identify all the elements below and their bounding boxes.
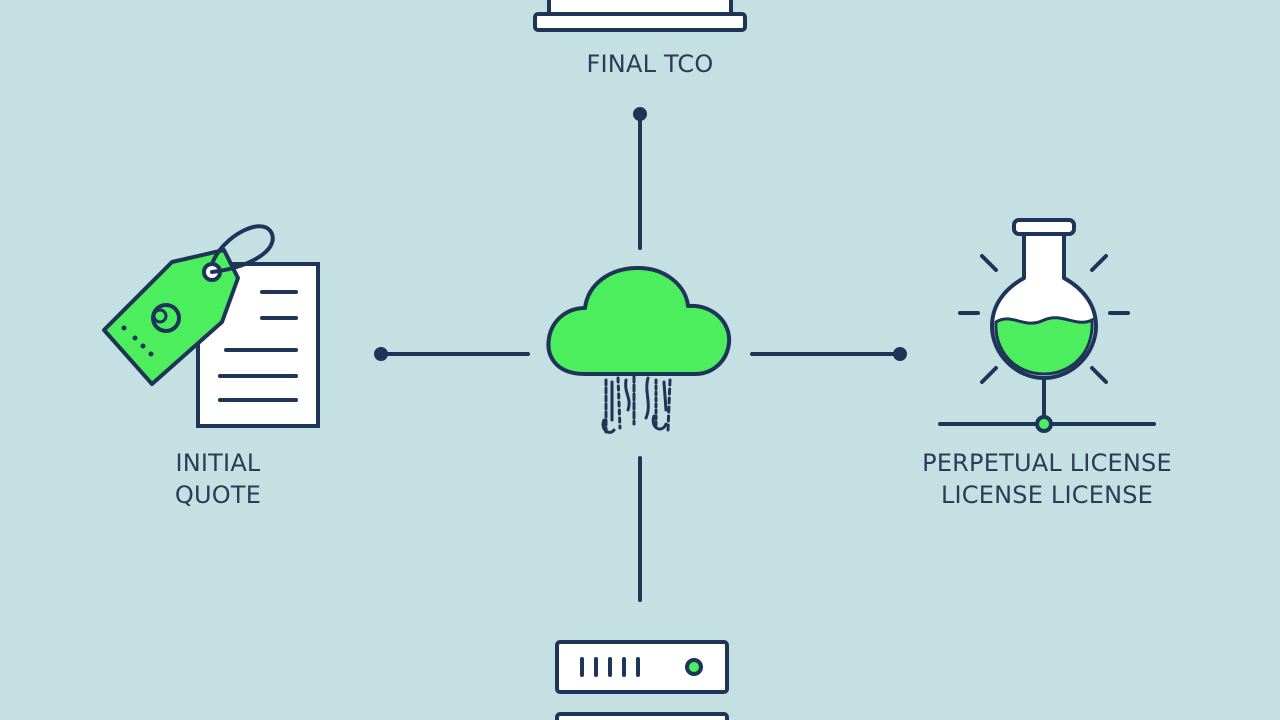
label-final-tco: FINAL TCO xyxy=(540,48,760,80)
flask-icon xyxy=(938,218,1156,433)
price-tag-shape xyxy=(102,248,240,386)
label-initial-quote: INITIAL QUOTE xyxy=(150,447,286,511)
connector-top-dot xyxy=(633,107,647,121)
cloud-icon xyxy=(546,266,732,434)
flask-liquid xyxy=(994,316,1094,376)
connector-left-dot xyxy=(374,347,388,361)
label-initial-quote-line1: INITIAL xyxy=(175,449,261,477)
server-status-light xyxy=(685,658,703,676)
label-perpetual-license-line1: PERPETUAL LICENSE xyxy=(922,449,1172,477)
label-initial-quote-line2: QUOTE xyxy=(174,481,262,509)
price-tag-document-icon xyxy=(102,224,320,428)
label-final-tco-text: FINAL TCO xyxy=(586,50,714,78)
connector-lines xyxy=(374,107,907,602)
label-perpetual-license: PERPETUAL LICENSE LICENSE LICENSE xyxy=(897,447,1197,511)
connector-right-dot xyxy=(893,347,907,361)
cloud-cables xyxy=(601,374,672,434)
tag-string xyxy=(210,224,275,274)
server-icon xyxy=(555,640,729,720)
label-perpetual-license-line2: LICENSE LICENSE xyxy=(940,481,1154,509)
laptop-icon xyxy=(533,0,747,32)
flask-rim xyxy=(1012,218,1076,236)
